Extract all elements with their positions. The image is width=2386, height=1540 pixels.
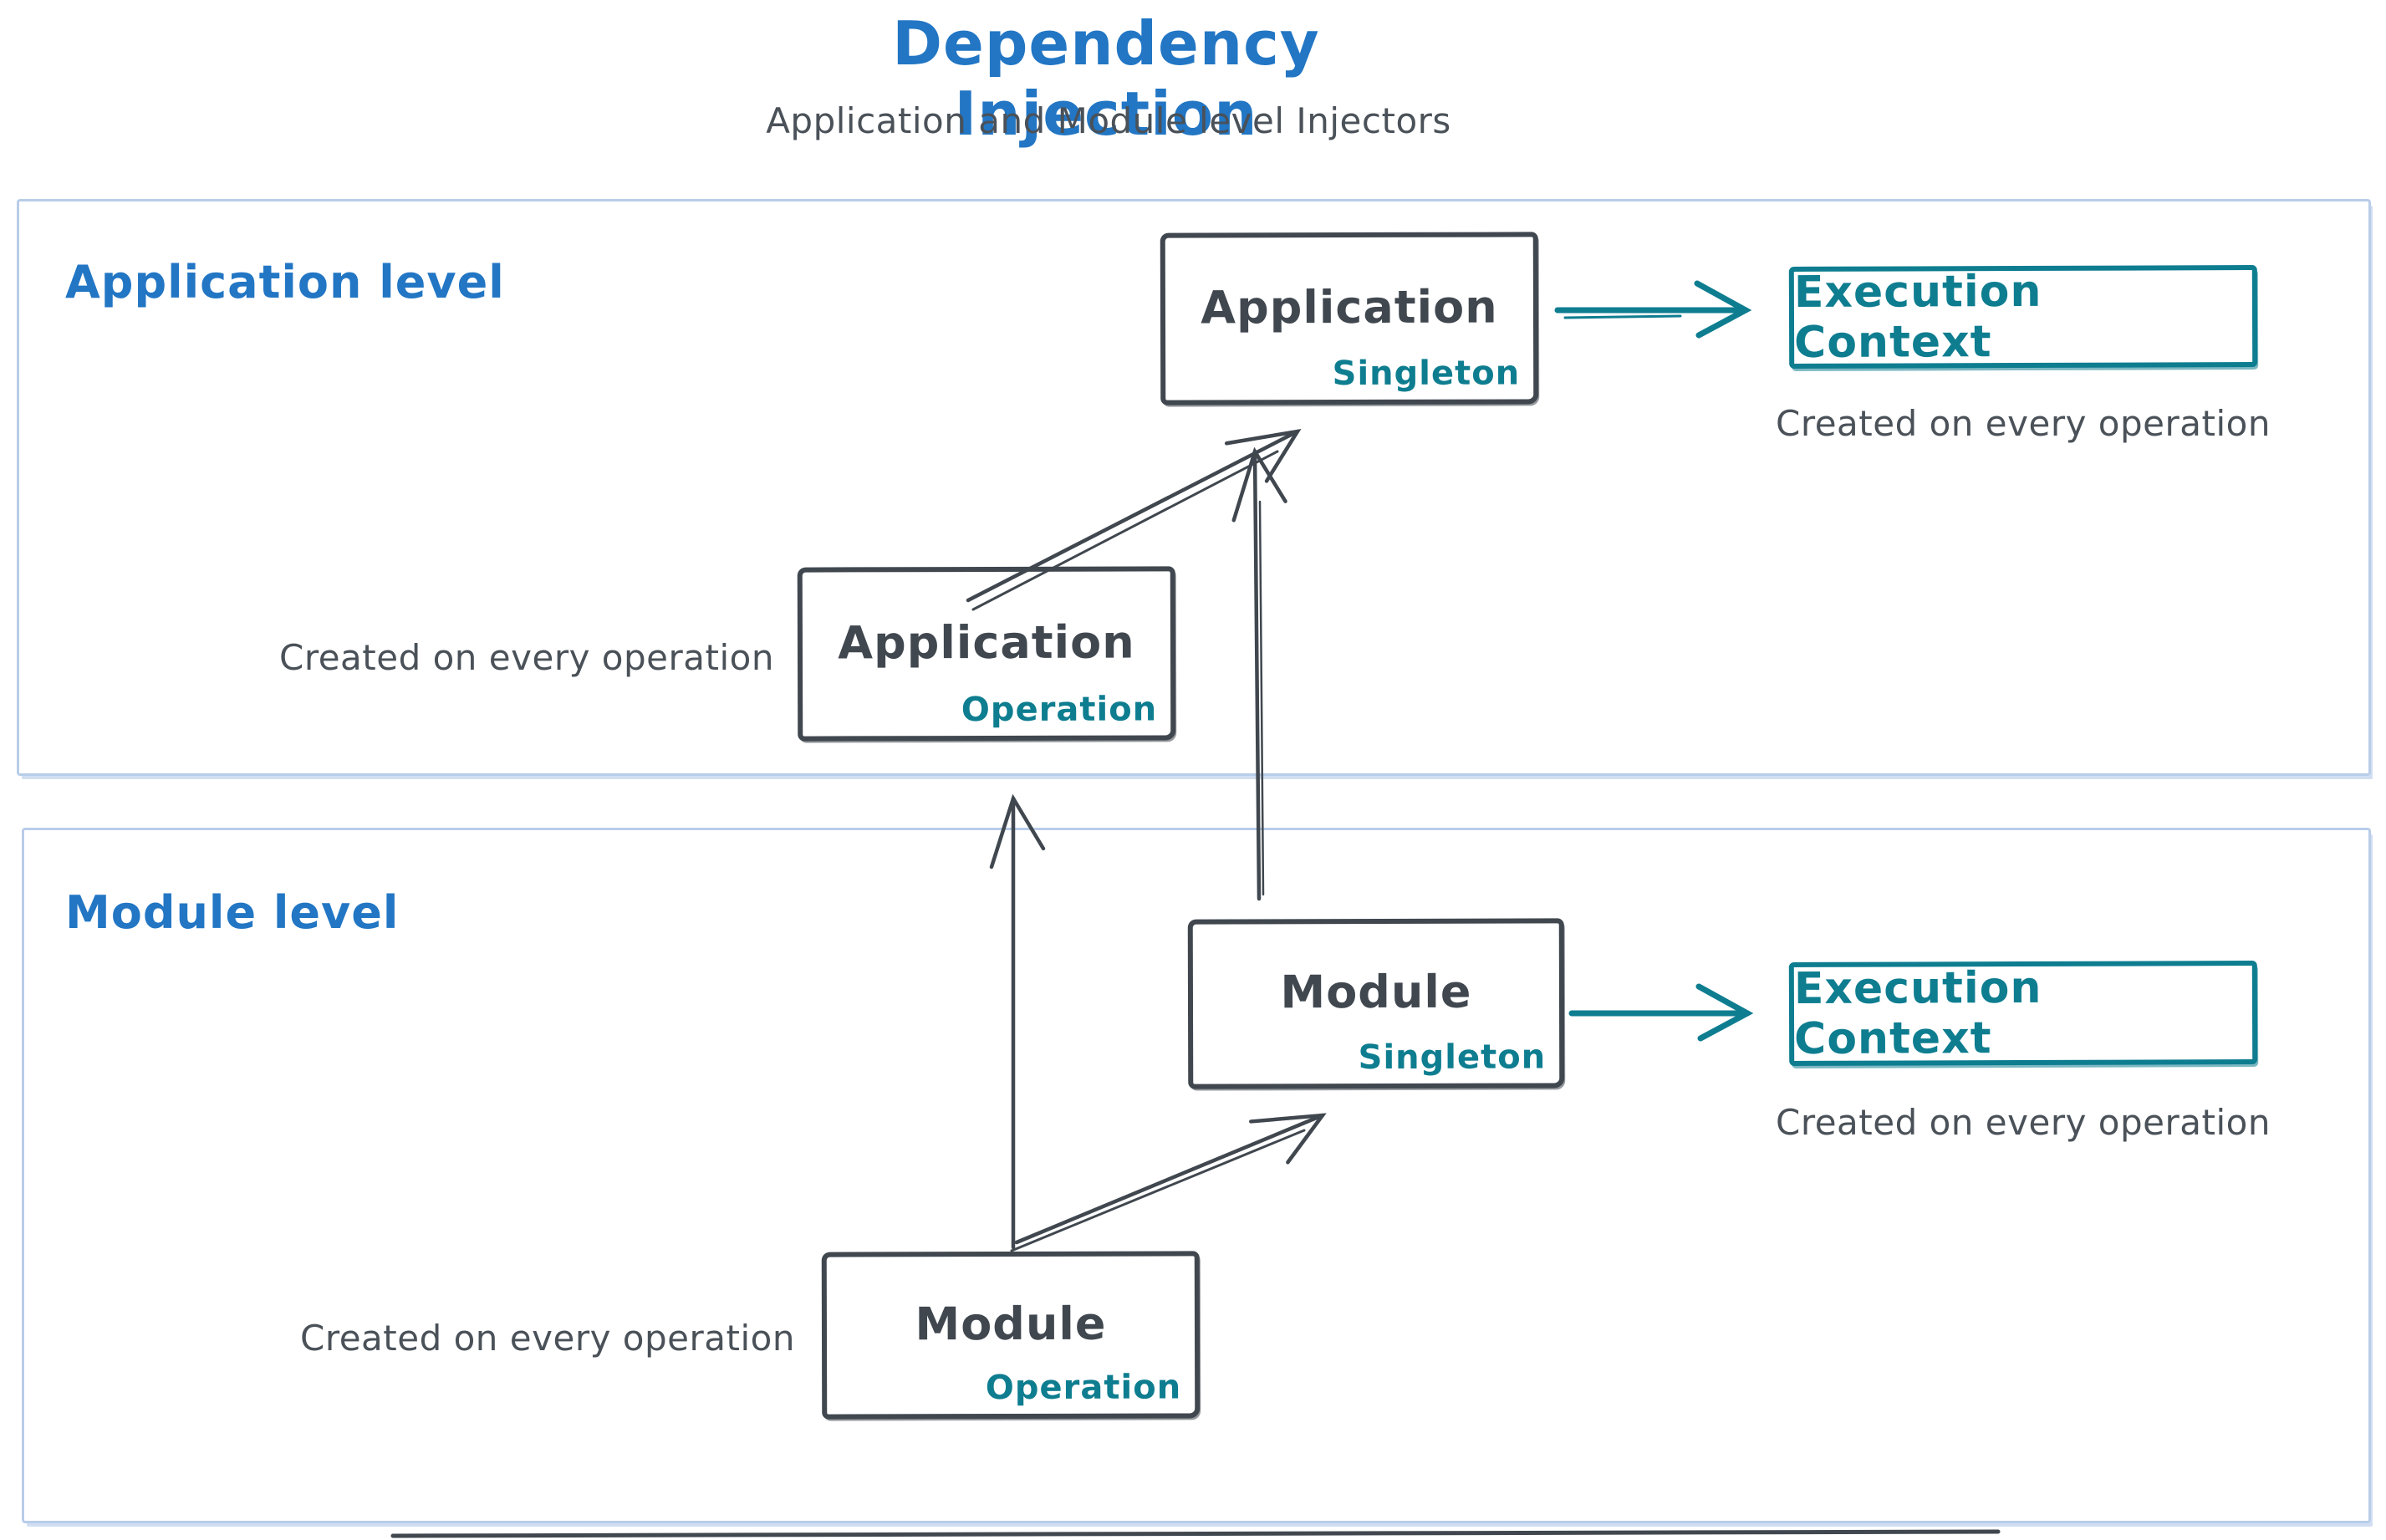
page-title: Dependency Injection	[892, 8, 1320, 149]
application-execution-context-caption: Created on every operation	[1776, 403, 2271, 444]
application-level-label: Application level	[65, 256, 505, 309]
application-execution-context-box: Execution Context	[1788, 265, 2258, 369]
application-singleton-box: Application Singleton	[1160, 232, 1539, 405]
module-singleton-box: Module Singleton	[1187, 918, 1565, 1089]
module-level-container	[22, 828, 2371, 1523]
application-operation-box: Application Operation	[797, 566, 1176, 742]
application-operation-caption: Created on every operation	[279, 637, 774, 678]
module-execution-context-box: Execution Context	[1788, 961, 2258, 1066]
bottom-divider-line	[390, 1529, 2001, 1538]
box-scope-label: Singleton	[1358, 1038, 1547, 1078]
box-title: Module	[1280, 965, 1472, 1019]
application-level-container	[17, 199, 2371, 776]
box-scope-label: Singleton	[1332, 354, 1521, 394]
box-title: Module	[915, 1297, 1107, 1350]
module-operation-caption: Created on every operation	[300, 1318, 795, 1359]
module-operation-box: Module Operation	[821, 1251, 1201, 1420]
box-scope-label: Operation	[985, 1368, 1182, 1408]
execution-context-label: Execution Context	[1793, 962, 2042, 1064]
module-level-label: Module level	[65, 886, 400, 939]
box-title: Application	[838, 615, 1135, 669]
execution-context-label: Execution Context	[1793, 266, 2042, 368]
module-execution-context-caption: Created on every operation	[1776, 1102, 2271, 1143]
page-subtitle: Application and Module level Injectors	[766, 100, 1451, 141]
box-title: Application	[1201, 280, 1498, 334]
box-scope-label: Operation	[961, 690, 1158, 730]
